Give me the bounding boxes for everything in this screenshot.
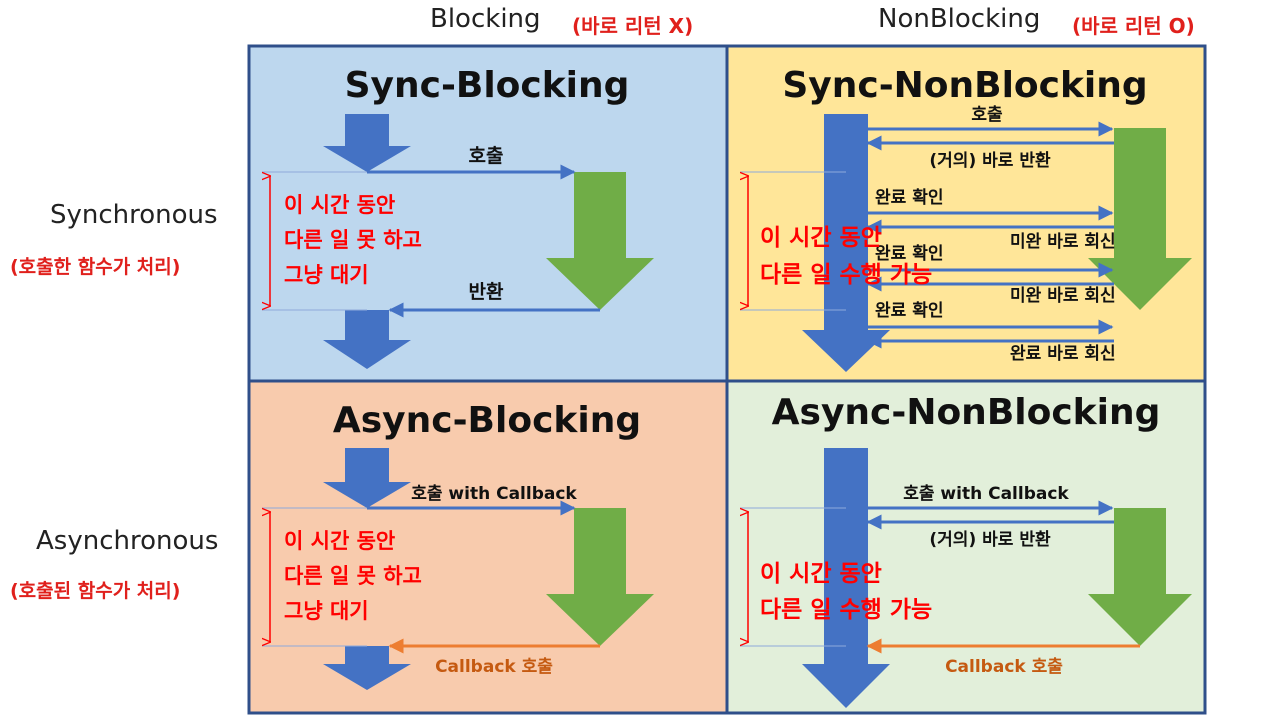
async-blocking-callback-label: Callback 호출 — [435, 657, 553, 677]
sync-nonblocking-work-text-2: 다른 일 수행 가능 — [760, 262, 932, 288]
sync-blocking-title: Sync-Blocking — [345, 65, 630, 106]
sync-nonblocking-call-label: 호출 — [971, 105, 1003, 125]
async-nonblocking-work-text-1: 이 시간 동안 — [760, 561, 882, 587]
header-nonblocking: NonBlocking — [878, 4, 1041, 34]
async-nonblocking-return-label: (거의) 바로 반환 — [929, 530, 1051, 550]
async-nonblocking-title: Async-NonBlocking — [772, 392, 1161, 433]
quadrant-sync-blocking — [249, 46, 727, 381]
sync-nonblocking-check-label-1: 완료 확인 — [875, 188, 943, 208]
async-blocking-wait-text-3: 그냥 대기 — [284, 599, 369, 623]
sync-nonblocking-callee-arrow — [1088, 128, 1192, 310]
sync-nonblocking-caller-arrow — [802, 114, 890, 372]
header-blocking: Blocking — [430, 4, 541, 34]
sync-blocking-caller-arrow-top — [323, 114, 411, 172]
sync-blocking-call-label: 호출 — [469, 145, 504, 167]
row-header-asynchronous: Asynchronous — [36, 526, 219, 556]
async-nonblocking-callback-label: Callback 호출 — [945, 657, 1063, 677]
sync-nonblocking-return-label: (거의) 바로 반환 — [929, 151, 1051, 171]
async-blocking-title: Async-Blocking — [333, 400, 641, 441]
sync-nonblocking-reply-label-2: 미완 바로 회신 — [1010, 286, 1116, 306]
sync-nonblocking-reply-label-1: 미완 바로 회신 — [1010, 232, 1116, 252]
sync-nonblocking-done-label: 완료 바로 회신 — [1010, 344, 1116, 364]
sync-nonblocking-check-label-3: 완료 확인 — [875, 301, 943, 321]
async-blocking-wait-text-2: 다른 일 못 하고 — [284, 564, 422, 588]
header-nonblocking-note: (바로 리턴 O) — [1072, 14, 1195, 38]
async-nonblocking-work-text-2: 다른 일 수행 가능 — [760, 597, 932, 623]
sync-blocking-wait-text-2: 다른 일 못 하고 — [284, 228, 422, 252]
header-blocking-note: (바로 리턴 X) — [572, 14, 694, 38]
sync-blocking-wait-text-1: 이 시간 동안 — [284, 193, 395, 217]
sync-nonblocking-work-text-1: 이 시간 동안 — [760, 225, 882, 251]
sync-nonblocking-title: Sync-NonBlocking — [782, 65, 1147, 106]
sync-blocking-wait-text-3: 그냥 대기 — [284, 263, 369, 287]
sync-blocking-caller-arrow-bottom — [323, 310, 411, 369]
quadrant-async-blocking — [249, 381, 727, 713]
row-header-asynchronous-note: (호출된 함수가 처리) — [10, 580, 181, 602]
sync-blocking-return-label: 반환 — [469, 281, 504, 303]
async-blocking-call-label: 호출 with Callback — [411, 484, 577, 504]
sync-blocking-callee-arrow — [546, 172, 654, 310]
async-blocking-caller-arrow-bottom — [323, 646, 411, 690]
row-header-synchronous: Synchronous — [50, 200, 218, 230]
async-blocking-wait-text-1: 이 시간 동안 — [284, 529, 395, 553]
async-nonblocking-callee-arrow — [1088, 508, 1192, 646]
async-blocking-callee-arrow — [546, 508, 654, 646]
row-header-synchronous-note: (호출한 함수가 처리) — [10, 256, 181, 278]
sync-nonblocking-check-label-2: 완료 확인 — [875, 244, 943, 264]
async-nonblocking-call-label: 호출 with Callback — [903, 484, 1069, 504]
async-blocking-caller-arrow-top — [323, 448, 411, 508]
